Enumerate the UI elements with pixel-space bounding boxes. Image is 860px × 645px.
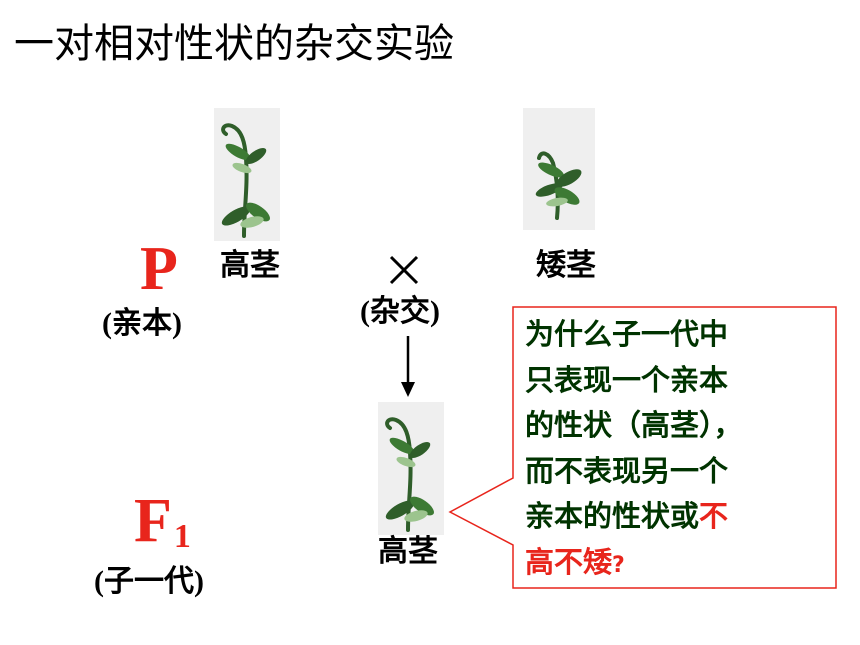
callout-text: 为什么子一代中 只表现一个亲本 的性状（高茎）， 而不表现另一个 亲本的性状或不… <box>525 312 815 588</box>
f1-symbol-subscript: 1 <box>173 518 191 555</box>
page-title: 一对相对性状的杂交实验 <box>14 21 454 67</box>
callout-line: 的性状（高茎）， <box>525 408 743 442</box>
callout-line: 只表现一个亲本 <box>525 362 729 397</box>
callout-highlight: 高不矮 <box>525 544 613 579</box>
tall-plant-label: 高茎 <box>220 248 280 283</box>
tall-plant-image <box>214 108 280 241</box>
cross-name: (杂交) <box>360 295 440 328</box>
f1-name: (子一代) <box>94 565 204 598</box>
parent-symbol: P <box>140 235 178 303</box>
callout-question-mark: ? <box>612 552 625 578</box>
callout-highlight: 不 <box>699 499 729 533</box>
f1-plant-label: 高茎 <box>378 534 438 569</box>
f1-symbol: F1 <box>134 487 191 555</box>
dwarf-plant-label: 矮茎 <box>536 248 596 283</box>
parent-name: (亲本) <box>102 307 182 340</box>
callout-line: 高不矮? <box>525 540 815 589</box>
dwarf-plant-image <box>523 108 595 230</box>
callout-line: 为什么子一代中 <box>525 317 729 351</box>
f1-symbol-letter: F <box>134 487 172 555</box>
down-arrow-icon <box>398 336 418 398</box>
callout-line-prefix: 亲本的性状或 <box>525 499 700 533</box>
callout-line: 亲本的性状或不 <box>525 494 815 540</box>
f1-plant-image <box>378 402 444 535</box>
callout-line: 而不表现另一个 <box>525 453 729 488</box>
cross-symbol <box>388 254 420 286</box>
